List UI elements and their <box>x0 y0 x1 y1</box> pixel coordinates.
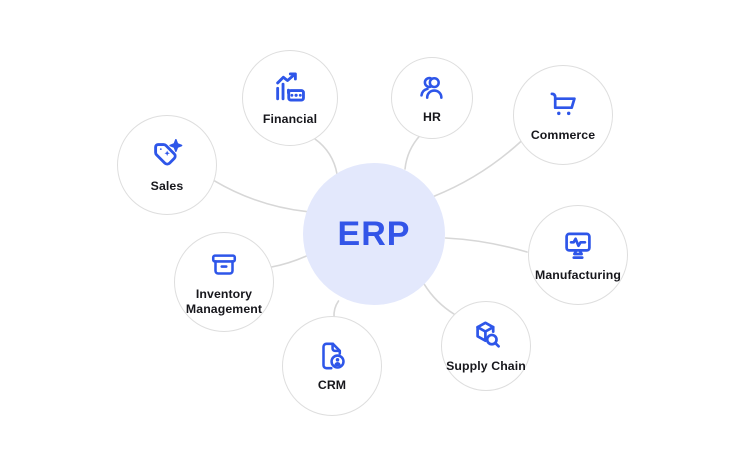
connector-commerce <box>433 140 522 197</box>
node-label-financial: Financial <box>262 112 318 127</box>
document-user-icon <box>315 339 349 373</box>
node-label-sales: Sales <box>150 179 184 194</box>
connector-financial <box>314 138 338 175</box>
node-supply-chain: Supply Chain <box>441 301 531 391</box>
node-label-inventory-management: Inventory Management <box>185 286 263 316</box>
price-tag-sparkle-icon <box>148 136 186 174</box>
monitor-pulse-icon <box>560 227 596 263</box>
node-label-supply-chain: Supply Chain <box>446 359 526 374</box>
connector-inventory <box>270 255 308 268</box>
node-label-commerce: Commerce <box>530 128 596 143</box>
node-label-hr: HR <box>423 110 441 125</box>
connector-sales <box>213 180 308 213</box>
node-crm: CRM <box>282 316 382 416</box>
shopping-cart-icon <box>545 87 581 123</box>
connector-hr <box>404 134 421 170</box>
connector-crm <box>333 300 340 319</box>
erp-center-node: ERP <box>303 163 445 305</box>
node-label-crm: CRM <box>317 378 347 393</box>
package-search-icon <box>468 318 504 354</box>
connector-supply-chain <box>423 283 455 315</box>
node-hr: HR <box>391 57 473 139</box>
node-label-manufacturing: Manufacturing <box>534 268 621 283</box>
node-manufacturing: Manufacturing <box>528 205 628 305</box>
storage-box-icon <box>207 248 241 282</box>
node-sales: Sales <box>117 115 217 215</box>
erp-label: ERP <box>337 214 411 253</box>
users-icon <box>415 71 449 105</box>
connector-manufacturing <box>444 237 528 253</box>
chart-growth-banknote-icon <box>271 69 309 107</box>
node-commerce: Commerce <box>513 65 613 165</box>
node-financial: Financial <box>242 50 338 146</box>
node-inventory-management: Inventory Management <box>174 232 274 332</box>
